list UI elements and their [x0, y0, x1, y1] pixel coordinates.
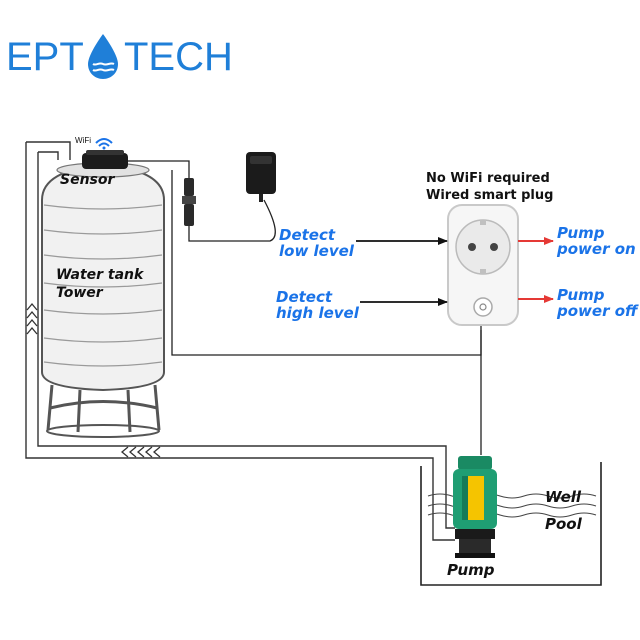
detect-high-label-line2: high level: [276, 304, 360, 322]
submersible-pump: [453, 456, 497, 558]
wire-connector: [182, 178, 196, 226]
well-label-line1: Well: [545, 488, 582, 506]
detect-low-label-line1: Detect: [279, 226, 336, 244]
plug-note-line2: Wired smart plug: [426, 188, 553, 203]
water-pipe: [25, 141, 455, 541]
brand-logo: EPT TECH: [6, 34, 233, 79]
smart-plug: [447, 204, 519, 326]
pump-off-label-line2: power off: [556, 302, 639, 320]
brand-suffix: TECH: [124, 35, 233, 79]
wifi-icon: [95, 138, 113, 150]
brand-prefix: EPT: [6, 35, 84, 79]
pump-on-label-line2: power on: [556, 240, 636, 258]
tank-stand: [46, 384, 161, 438]
tank-label-line2: Tower: [56, 285, 104, 301]
well-pool: [420, 462, 602, 586]
water-tank: [41, 162, 165, 438]
sensor-wires: [128, 160, 482, 455]
well-label-line2: Pool: [545, 515, 583, 533]
flow-arrows: [26, 302, 161, 458]
detect-low-label-line2: low level: [279, 242, 355, 260]
power-button-icon: [473, 297, 493, 317]
pump-off-label-line1: Pump: [557, 286, 605, 304]
tank-label-line1: Water tank: [56, 267, 145, 283]
power-adapter: [246, 152, 276, 202]
water-drop-icon: [88, 34, 118, 79]
sensor-label: Sensor: [60, 172, 115, 188]
wifi-label: WiFi: [75, 136, 91, 145]
pump-on-label-line1: Pump: [557, 224, 605, 242]
pump-label: Pump: [447, 561, 495, 579]
detect-high-label-line1: Detect: [276, 288, 333, 306]
plug-note-line1: No WiFi required: [426, 171, 550, 186]
level-sensor: WiFi: [75, 136, 128, 169]
